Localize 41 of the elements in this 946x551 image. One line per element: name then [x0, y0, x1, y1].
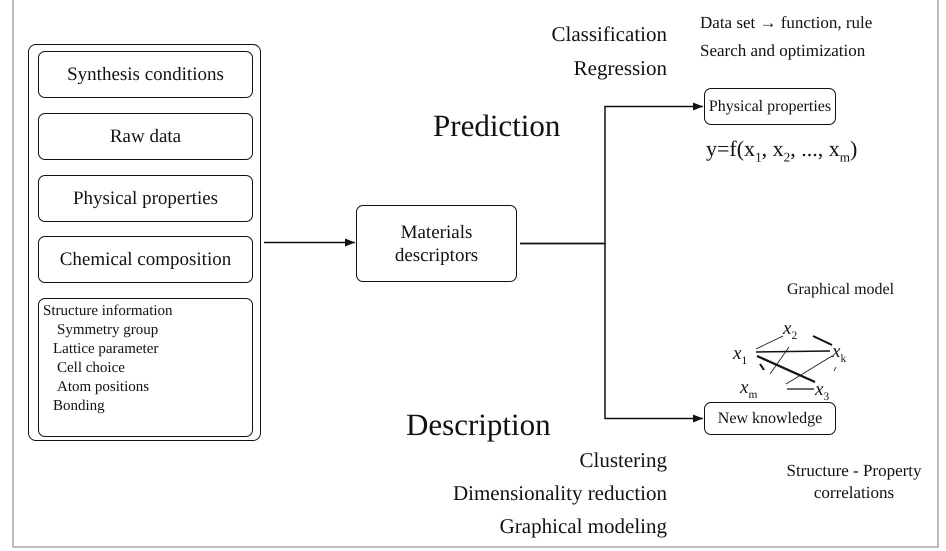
- list-item: Bonding: [53, 397, 105, 416]
- list-item: Lattice parameter: [53, 340, 158, 359]
- box-label: Physical properties: [708, 97, 832, 117]
- category-label: Regression: [574, 56, 667, 81]
- box-label: Synthesis conditions: [67, 63, 224, 86]
- variable-label: x$_{3}$: [815, 378, 830, 401]
- arrow: [520, 242, 703, 422]
- arrow: [264, 238, 355, 246]
- process-box: [38, 113, 253, 160]
- category-label: Clustering: [580, 448, 667, 473]
- process-box: [38, 236, 253, 283]
- variable-label: x$_{1}$: [733, 342, 748, 365]
- process-box: [38, 175, 253, 222]
- process-box: [704, 402, 836, 435]
- variable-label: x$_{2}$: [783, 317, 798, 340]
- variable-label: x$_{k}$: [832, 340, 846, 363]
- variable-label: x$_{m}$: [740, 376, 758, 399]
- box-label: New knowledge: [718, 409, 822, 429]
- list-item: Cell choice: [57, 359, 125, 378]
- list-item: Symmetry group: [57, 321, 158, 340]
- heading: Structure information: [43, 302, 173, 321]
- graph-title: Graphical model: [787, 280, 894, 300]
- box-label: Chemical composition: [60, 248, 232, 271]
- process-box: [704, 88, 836, 125]
- category-label: Classification: [552, 22, 667, 47]
- process-box: [38, 51, 253, 98]
- group-box: [28, 44, 261, 441]
- section-heading: Description: [406, 407, 551, 442]
- note: Search and optimization: [700, 40, 866, 61]
- box-label: Materials descriptors: [394, 220, 480, 266]
- box-label: Raw data: [110, 125, 182, 148]
- process-box: [356, 205, 517, 282]
- note: Data set → function, rule: [700, 12, 872, 33]
- section-heading: Prediction: [433, 108, 560, 143]
- formula: y=f(x$_{1}$, x$_{2}$, ..., x$_{m}$): [706, 136, 858, 162]
- node-label: Structure - Property correlations: [785, 460, 923, 504]
- category-label: Graphical modeling: [500, 514, 667, 539]
- box-label: Physical properties: [72, 187, 218, 210]
- category-label: Dimensionality reduction: [452, 481, 667, 506]
- list-item: Atom positions: [57, 378, 150, 397]
- process-box: [38, 298, 253, 437]
